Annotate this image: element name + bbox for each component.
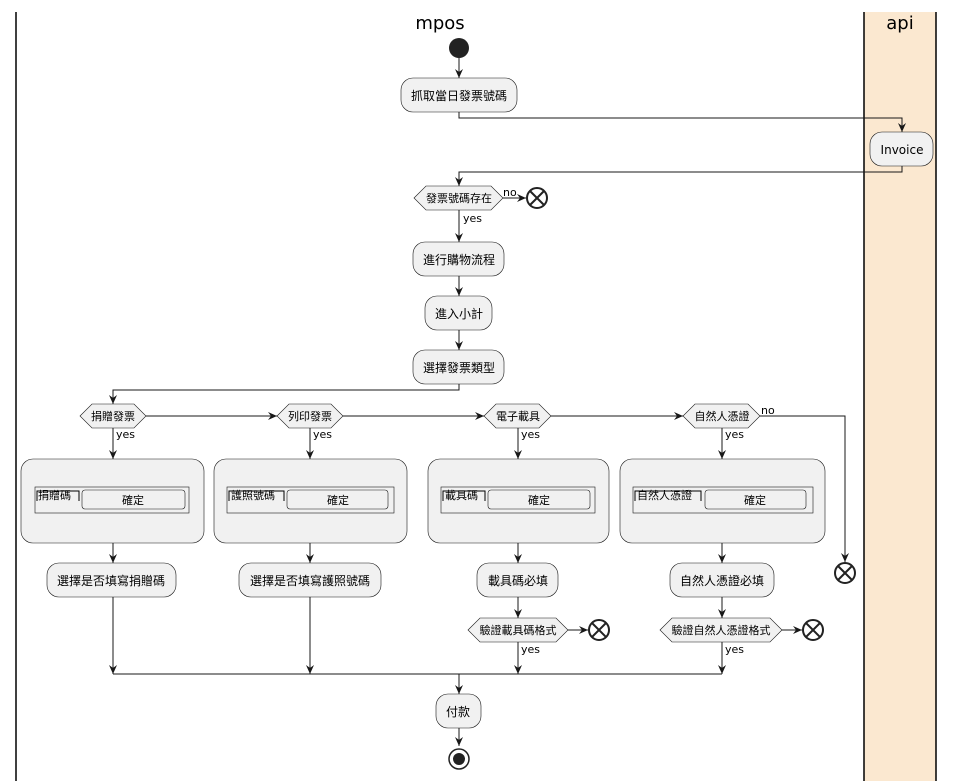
flow-final-icon bbox=[802, 619, 824, 641]
branch-label-yes: yes bbox=[725, 428, 744, 441]
branch-label-yes: yes bbox=[521, 643, 540, 656]
lane-title-mpos: mpos bbox=[415, 13, 464, 34]
flow-final-icon bbox=[588, 619, 610, 641]
decision-verify-carrier-label: 驗證載具碼格式 bbox=[480, 623, 557, 637]
action-pay: 付款 bbox=[435, 693, 482, 729]
decision-cert: 自然人憑證 bbox=[682, 403, 761, 429]
form-passport-number: 護照號碼 確定 bbox=[213, 458, 408, 544]
form-donate-confirm-label: 確定 bbox=[122, 493, 144, 507]
form-donate-field-outline bbox=[36, 490, 80, 501]
decision-invoice-exists: 發票號碼存在 bbox=[413, 185, 504, 211]
form-passport-field-outline bbox=[228, 490, 285, 501]
form-passport-confirm-label: 確定 bbox=[327, 493, 349, 507]
flow-final-icon bbox=[526, 187, 548, 209]
branch-label-yes: yes bbox=[521, 428, 540, 441]
form-cert-field-outline bbox=[634, 490, 702, 501]
start-node bbox=[449, 38, 469, 58]
action-cert-required: 自然人憑證必填 bbox=[669, 562, 775, 598]
action-passport-choice: 選擇是否填寫護照號碼 bbox=[238, 562, 382, 598]
action-select-type: 選擇發票類型 bbox=[412, 349, 505, 385]
action-invoice: Invoice bbox=[869, 131, 934, 167]
edge-cert-no bbox=[760, 415, 849, 562]
action-invoice-label: Invoice bbox=[881, 143, 924, 157]
edge-invoice-exists bbox=[455, 166, 903, 186]
action-shopping-label: 進行購物流程 bbox=[423, 252, 495, 267]
branch-label-yes: yes bbox=[725, 643, 744, 656]
form-cert-label: 自然人憑證 bbox=[637, 488, 692, 502]
decision-donate-label: 捐贈發票 bbox=[91, 409, 135, 423]
form-carrier-confirm-button[interactable] bbox=[487, 489, 591, 510]
decision-carrier: 電子載具 bbox=[483, 403, 552, 429]
edge-select-donate bbox=[109, 384, 460, 404]
action-subtotal-label: 進入小計 bbox=[435, 306, 483, 321]
decision-exists-label: 發票號碼存在 bbox=[426, 191, 492, 205]
edge-fetch-invoice bbox=[458, 112, 906, 132]
decision-donate: 捐贈發票 bbox=[79, 403, 147, 429]
form-cert-confirm-label: 確定 bbox=[744, 493, 766, 507]
action-shopping: 進行購物流程 bbox=[412, 241, 505, 277]
branch-label-no: no bbox=[503, 186, 517, 199]
decision-verify-carrier: 驗證載具碼格式 bbox=[467, 617, 569, 643]
decision-carrier-label: 電子載具 bbox=[496, 410, 540, 423]
decision-verify-cert-label: 驗證自然人憑證格式 bbox=[672, 623, 771, 637]
form-donate-code: 捐贈碼 確定 bbox=[20, 458, 205, 544]
form-carrier-field-outline bbox=[442, 490, 486, 501]
form-passport-label: 護照號碼 bbox=[231, 488, 275, 502]
end-node bbox=[448, 748, 470, 770]
form-donate-confirm-button[interactable] bbox=[81, 489, 186, 510]
action-cert-required-label: 自然人憑證必填 bbox=[680, 573, 764, 588]
form-carrier-confirm-label: 確定 bbox=[528, 493, 550, 507]
action-select-type-label: 選擇發票類型 bbox=[423, 360, 495, 375]
decision-print-label: 列印發票 bbox=[288, 409, 332, 423]
action-carrier-required: 載具碼必填 bbox=[476, 562, 559, 598]
action-donate-choice: 選擇是否填寫捐贈碼 bbox=[46, 562, 177, 598]
action-pay-label: 付款 bbox=[446, 705, 470, 719]
form-donate-label: 捐贈碼 bbox=[38, 488, 71, 502]
branch-label-yes: yes bbox=[313, 428, 332, 441]
action-subtotal: 進入小計 bbox=[424, 295, 493, 331]
form-carrier-code: 載具碼 確定 bbox=[427, 458, 610, 544]
action-fetch-label: 抓取當日發票號碼 bbox=[411, 88, 507, 103]
action-passport-choice-label: 選擇是否填寫護照號碼 bbox=[250, 573, 370, 588]
flow-final-icon bbox=[834, 562, 856, 584]
decision-cert-label: 自然人憑證 bbox=[695, 409, 750, 423]
action-donate-choice-label: 選擇是否填寫捐贈碼 bbox=[57, 573, 165, 588]
action-fetch-invoice-number: 抓取當日發票號碼 bbox=[400, 77, 518, 113]
branch-label-no: no bbox=[761, 404, 775, 417]
branch-label-yes: yes bbox=[116, 428, 135, 441]
decision-print: 列印發票 bbox=[276, 403, 344, 429]
action-carrier-required-label: 載具碼必填 bbox=[488, 574, 548, 588]
edges bbox=[109, 58, 906, 746]
lane-title-api: api bbox=[886, 13, 913, 34]
api-lane-background bbox=[864, 12, 936, 781]
branch-label-yes: yes bbox=[463, 212, 482, 225]
form-carrier-label: 載具碼 bbox=[445, 489, 478, 502]
decision-verify-cert: 驗證自然人憑證格式 bbox=[659, 617, 783, 643]
form-natural-person-cert: 自然人憑證 確定 bbox=[619, 458, 826, 544]
form-cert-confirm-button[interactable] bbox=[704, 489, 807, 510]
form-passport-confirm-button[interactable] bbox=[286, 489, 389, 510]
